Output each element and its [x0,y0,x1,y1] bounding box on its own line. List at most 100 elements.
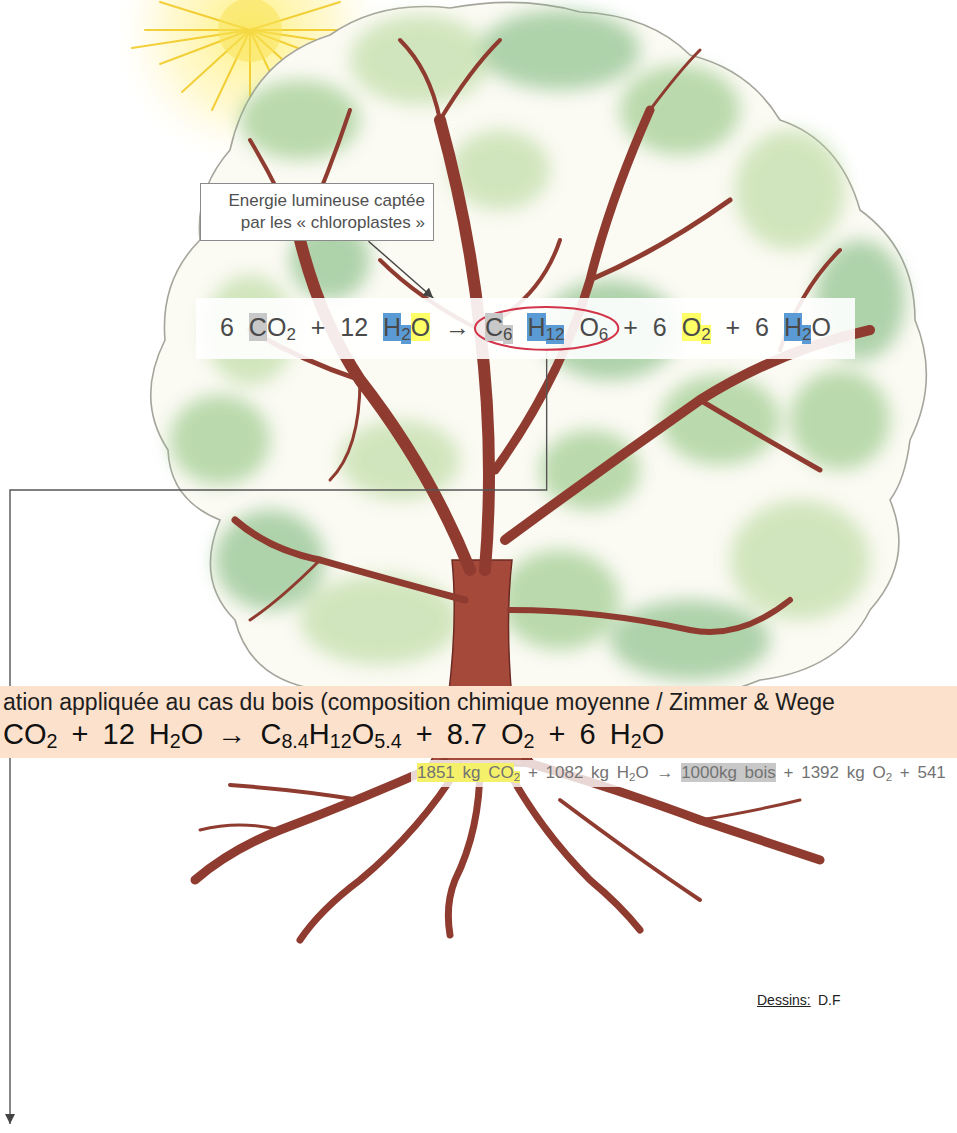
leaf-patch [735,130,845,250]
text-part: + 6 H [535,718,631,750]
text-part: O [267,313,286,341]
leaf-patch [730,500,870,620]
branch [700,400,820,470]
leaf-patch [240,80,360,160]
text-part: 2 [631,730,642,752]
text-part: + 6 [711,313,784,341]
branch [495,110,650,470]
mass-equation: 1851 kg CO2 + 1082 kg H2O → 1000kg bois … [417,762,946,785]
text-part: O [411,313,430,341]
text-part: 2 [701,325,710,344]
text-part: 6 [599,325,608,344]
branch [650,50,700,110]
branch [440,40,500,120]
text-part: 12 [546,325,565,344]
leaf-patch [610,600,770,680]
text-part: 8.4 [281,730,308,752]
text-part: + 1082 kg H [520,763,629,782]
text-part: 2 [514,771,520,783]
leaf-patch [350,15,490,105]
text-part: ation appliquée au cas du bois (composit… [3,689,835,715]
text-part: 2 [286,325,295,344]
text-part: 1851 kg CO [417,763,514,782]
text-part: 2 [886,771,892,783]
text-part: H [527,313,545,341]
equation-band: 6 CO2 + 12 H2O → C6 H12 O6 + 6 O2 + 6 H2… [196,298,855,359]
root [448,765,480,935]
text-part: 2 [629,771,635,783]
branch [590,200,730,280]
text-part [513,313,528,341]
text-part: + 1392 kg O [776,763,886,782]
leaf-patch [480,10,640,90]
text-part: 2 [802,325,811,344]
text-part: H [383,313,401,341]
text-part: 2 [47,730,58,752]
leaf-patch [500,550,620,650]
text-part: 6 [220,313,249,341]
root [200,825,280,830]
text-part: O [811,313,830,341]
arrow-connector [368,241,433,298]
canopy-outline [151,2,927,707]
text-part: O → [635,763,681,782]
branch [330,380,360,480]
text-part: + 8.7 O [402,718,524,750]
text-part: O [682,313,701,341]
text-part: O [352,718,375,750]
leader-arrow [10,350,547,1124]
leaf-patch [790,370,890,470]
text-part: O [564,313,598,341]
text-part: → [430,313,485,341]
branch [505,330,870,540]
text-part: + 12 [296,313,383,341]
branch [235,520,465,600]
text-part: 2 [170,730,181,752]
text-part: C [249,313,267,341]
equation-text: 6 CO2 + 12 H2O → C6 H12 O6 + 6 O2 + 6 H2… [220,312,831,345]
text-part: 6 [503,325,512,344]
branch [510,600,790,632]
mass-band: 1851 kg CO2 + 1082 kg H2O → 1000kg bois … [411,760,952,787]
root [300,765,460,940]
callout-box: Energie lumineuse captée par les « chlor… [200,183,434,241]
text-part: + 6 [608,313,681,341]
text-part: Energie lumineuse captée par les « chlor… [228,191,425,232]
equation-text: CO2 + 12 H2O → C8.4H12O5.4 + 8.7 O2 + 6 … [3,717,954,754]
branch [400,40,440,120]
text-part: + 541 [892,763,946,782]
credit-name: D.F [818,992,841,1008]
branch [250,560,320,620]
text-part: H [309,718,330,750]
band-heading: ation appliquée au cas du bois (composit… [3,688,954,717]
text-part: CO [3,718,47,750]
roots [195,762,820,940]
highlight-ring [475,307,618,350]
text-part: 2 [524,730,535,752]
text-part: 12 [330,730,352,752]
credit-key: Dessins: [757,992,811,1008]
text-part: 1000kg bois [681,763,776,782]
text-part: C [485,313,503,341]
leaf-patch [300,575,460,665]
text-part: O [642,718,665,750]
leaf-patch [170,395,270,485]
text-part: H [784,313,802,341]
branch [300,240,470,570]
root [195,762,445,880]
foliage [170,10,905,680]
root [230,785,360,800]
text-part: O → C [181,718,282,750]
text-part: 5.4 [374,730,401,752]
wood-band: ation appliquée au cas du bois (composit… [0,686,957,758]
sun-disc [218,0,282,62]
branches [235,40,870,632]
root [560,800,700,900]
root [700,800,800,820]
box-text: Energie lumineuse captée par les « chlor… [209,190,425,234]
text-part: + 12 H [57,718,169,750]
text-part: 2 [401,325,410,344]
